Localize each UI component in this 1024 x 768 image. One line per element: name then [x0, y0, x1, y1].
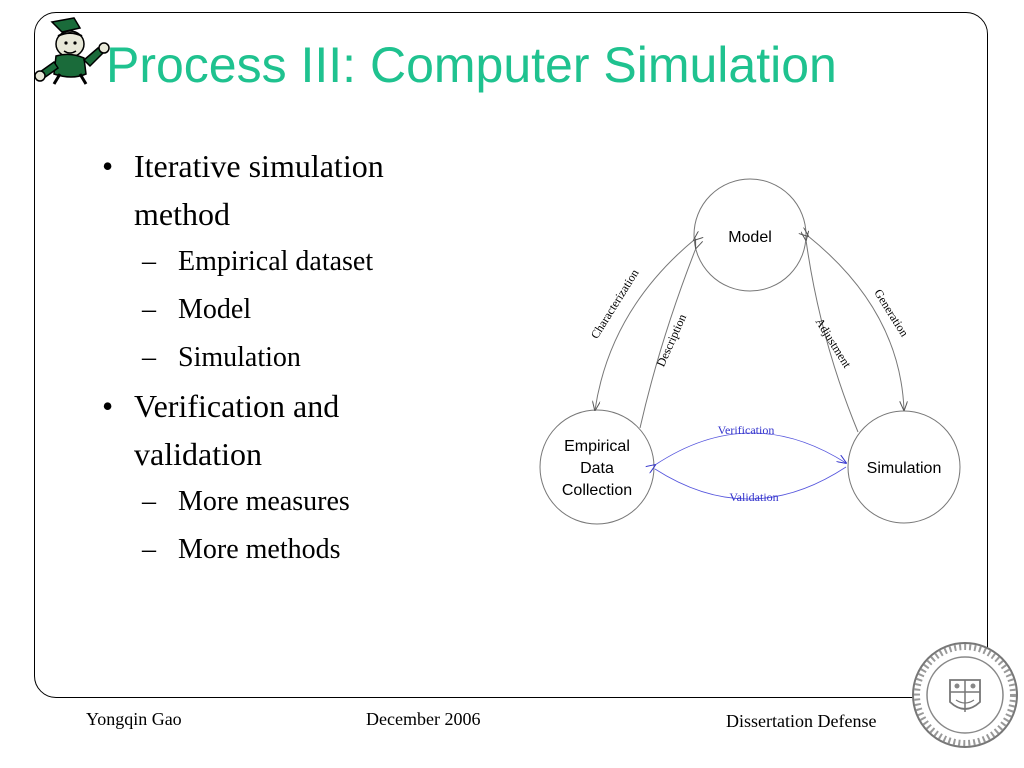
characterization-label: Characterization	[588, 267, 642, 342]
generation-label: Generation	[871, 287, 911, 340]
generation-edge	[808, 236, 904, 410]
footer-date: December 2006	[366, 709, 481, 729]
validation-edge	[654, 466, 847, 500]
bullet-text: Verification and	[134, 388, 340, 424]
slide-title: Process III: Computer Simulation	[106, 37, 837, 93]
bullet-list: • Iterative simulation method –Empirical…	[96, 142, 496, 574]
bullet-dot: •	[102, 388, 114, 424]
university-seal-icon	[912, 642, 1018, 748]
bullet-dot: •	[102, 148, 114, 184]
bullet-item: • Iterative simulation method	[96, 142, 496, 238]
verification-label: Verification	[718, 423, 775, 437]
slide-frame	[34, 12, 988, 698]
model-label: Model	[728, 229, 772, 246]
characterization-edge	[595, 240, 694, 410]
bullet-text-cont: validation	[134, 436, 262, 472]
empirical-label-2: Data	[580, 460, 614, 477]
sub-bullet-text: More measures	[178, 486, 350, 517]
sub-bullet-item: –More methods	[142, 534, 341, 565]
sub-bullet-item: –Empirical dataset	[142, 246, 374, 277]
footer-event: Dissertation Defense	[726, 711, 877, 731]
description-label: Description	[654, 312, 690, 369]
sub-bullet-text: Simulation	[178, 342, 301, 373]
sub-bullet-item: –Simulation	[142, 342, 301, 373]
verification-edge	[655, 432, 846, 465]
empirical-label-1: Empirical	[564, 438, 630, 455]
sub-bullet-text: Empirical dataset	[178, 246, 374, 277]
empirical-label-3: Collection	[562, 482, 632, 499]
process-diagram: Model Empirical Data Collection Simulati…	[539, 178, 961, 525]
sub-bullet-text: More methods	[178, 534, 341, 565]
sub-bullet-item: –Model	[142, 294, 252, 325]
validation-label: Validation	[729, 490, 778, 504]
leprechaun-logo-icon	[34, 17, 110, 85]
bullet-text-cont: method	[134, 196, 230, 232]
simulation-label: Simulation	[867, 460, 942, 477]
footer-author: Yongqin Gao	[86, 709, 182, 729]
bullet-text: Iterative simulation	[134, 148, 384, 184]
bullet-item: • Verification and validation	[96, 382, 496, 478]
sub-bullet-item: –More measures	[142, 486, 350, 517]
sub-bullet-text: Model	[178, 294, 252, 325]
description-edge	[639, 248, 696, 429]
